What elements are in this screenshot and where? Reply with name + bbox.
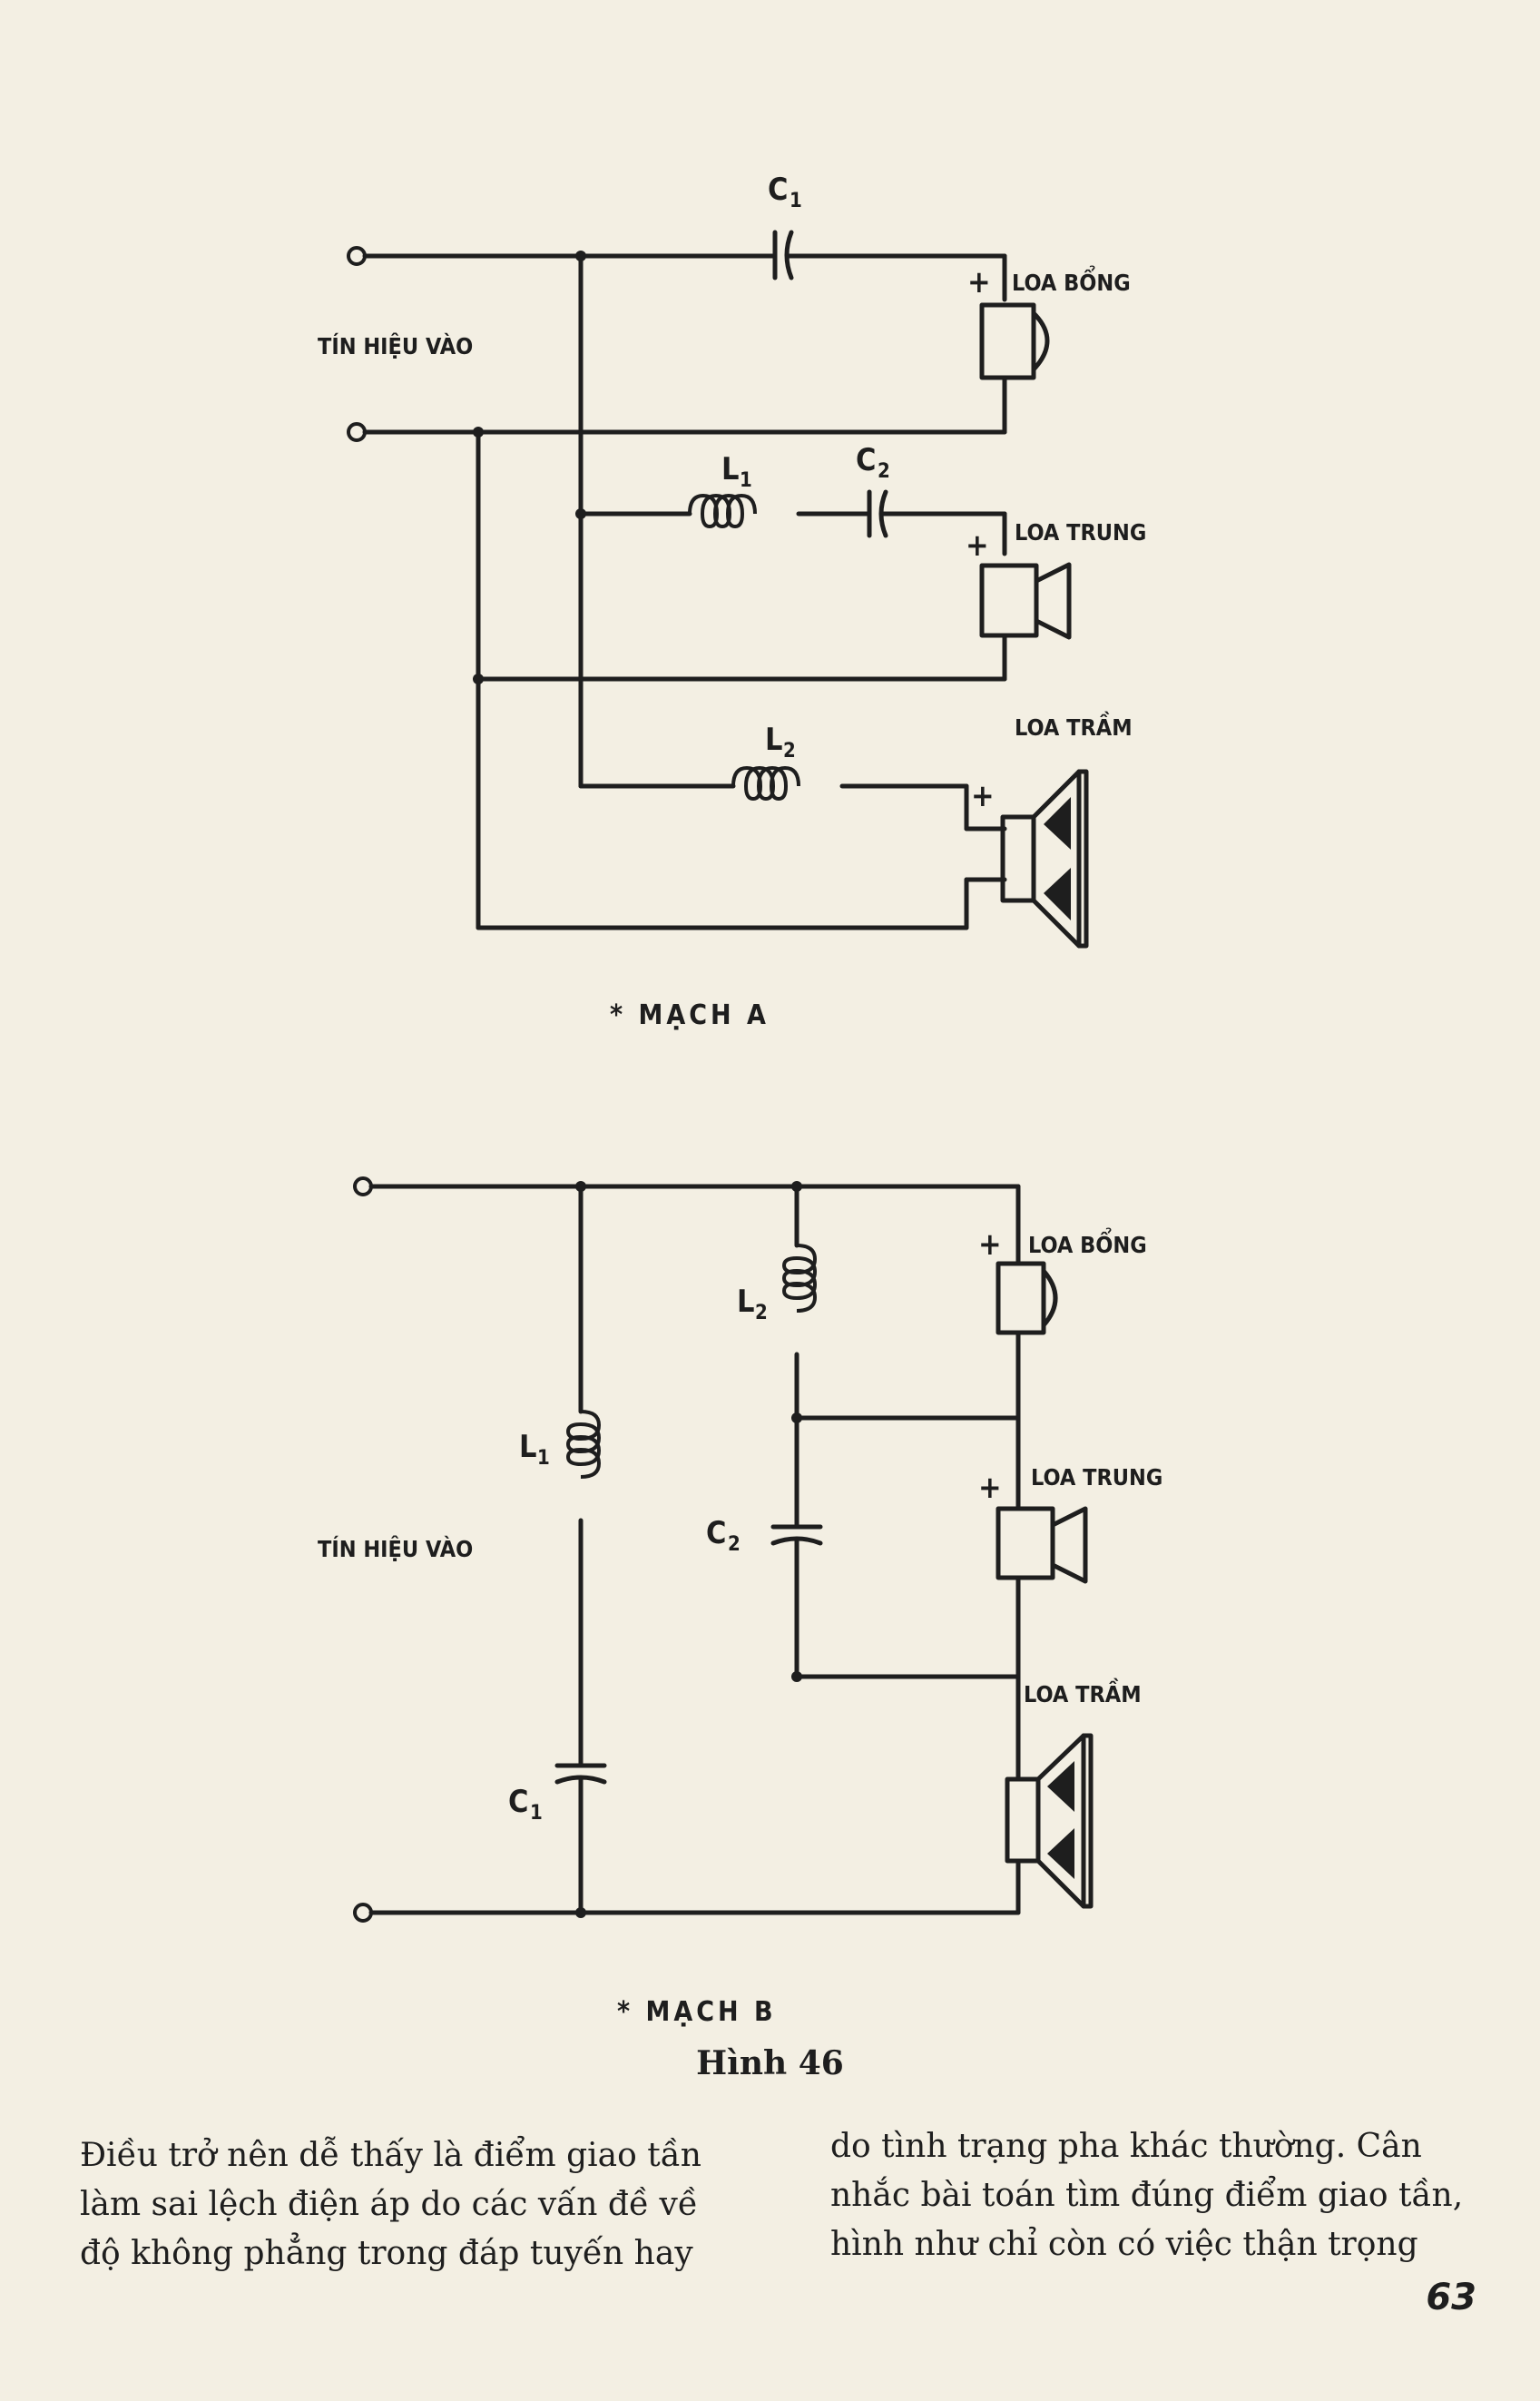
midrange-speaker-a: + bbox=[966, 527, 1072, 640]
woofer-label-a: LOA TRẦM bbox=[1015, 711, 1133, 741]
inductor-l2-a bbox=[731, 766, 800, 801]
circuit-b: + + L 1 L 2 C 2 C 1 TÍN HIỆU VÀO bbox=[318, 1176, 1162, 2028]
circuit-a: + + bbox=[318, 172, 1146, 1031]
body-line: do tình trạng pha khác thường. Cân bbox=[830, 2128, 1422, 2165]
svg-text:2: 2 bbox=[755, 1302, 768, 1324]
body-line: hình như chỉ còn có việc thận trọng bbox=[830, 2226, 1418, 2263]
svg-text:L: L bbox=[765, 722, 783, 758]
input-terminal-bottom-a bbox=[347, 422, 367, 442]
svg-text:+: + bbox=[971, 778, 995, 814]
svg-text:C: C bbox=[508, 1784, 528, 1820]
woofer-speaker-b bbox=[1005, 1733, 1094, 1909]
body-line: làm sai lệch điện áp do các vấn đề về bbox=[80, 2186, 699, 2223]
body-line: nhắc bài toán tìm đúng điểm giao tần, bbox=[830, 2177, 1464, 2214]
svg-text:1: 1 bbox=[537, 1447, 550, 1470]
svg-text:+: + bbox=[966, 527, 989, 564]
input-terminal-bottom-b bbox=[353, 1903, 373, 1923]
input-label-a: TÍN HIỆU VÀO bbox=[318, 332, 473, 359]
input-terminal-top-a bbox=[347, 246, 367, 266]
svg-text:L: L bbox=[519, 1429, 537, 1465]
midrange-speaker-b: + bbox=[978, 1470, 1088, 1584]
svg-text:2: 2 bbox=[728, 1533, 741, 1556]
svg-text:L: L bbox=[737, 1284, 755, 1320]
inductor-l2-b bbox=[782, 1244, 817, 1313]
svg-text:1: 1 bbox=[530, 1802, 543, 1825]
svg-text:1: 1 bbox=[790, 190, 802, 212]
mid-label-b: LOA TRUNG bbox=[1031, 1464, 1162, 1491]
tweeter-speaker-b: + bbox=[978, 1226, 1058, 1335]
svg-text:+: + bbox=[967, 264, 991, 300]
svg-text:C: C bbox=[706, 1515, 726, 1551]
body-text-right: do tình trạng pha khác thường. Cân nhắc … bbox=[830, 2122, 1463, 2269]
svg-text:L: L bbox=[721, 451, 740, 487]
svg-text:C: C bbox=[768, 172, 788, 208]
figure-caption: Hình 46 bbox=[696, 2044, 844, 2082]
circuit-a-title: * MẠCH A bbox=[610, 999, 770, 1031]
woofer-speaker-a: + bbox=[971, 769, 1089, 949]
mid-label-a: LOA TRUNG bbox=[1015, 519, 1146, 546]
svg-text:C: C bbox=[856, 442, 876, 478]
circuit-b-title: * MẠCH B bbox=[617, 1996, 777, 2028]
tweeter-speaker-a: + bbox=[967, 264, 1050, 380]
input-terminal-top-b bbox=[353, 1176, 373, 1196]
tweeter-label-a: LOA BỔNG bbox=[1012, 264, 1131, 296]
svg-text:2: 2 bbox=[878, 460, 890, 483]
svg-text:+: + bbox=[978, 1226, 1002, 1263]
body-line: độ không phẳng trong đáp tuyến hay bbox=[80, 2235, 693, 2272]
inductor-l1-a bbox=[688, 494, 757, 528]
svg-text:2: 2 bbox=[783, 740, 796, 763]
page-number: 63 bbox=[1426, 2277, 1476, 2318]
tweeter-label-b: LOA BỔNG bbox=[1028, 1226, 1147, 1258]
body-text-left: Điều trở nên dễ thấy là điểm giao tần là… bbox=[80, 2131, 701, 2278]
svg-text:+: + bbox=[978, 1470, 1002, 1506]
woofer-label-b: LOA TRẦM bbox=[1024, 1678, 1142, 1707]
body-line: Điều trở nên dễ thấy là điểm giao tần bbox=[80, 2137, 701, 2174]
svg-text:1: 1 bbox=[740, 469, 752, 492]
inductor-l1-b bbox=[566, 1410, 601, 1479]
input-label-b: TÍN HIỆU VÀO bbox=[318, 1535, 473, 1562]
